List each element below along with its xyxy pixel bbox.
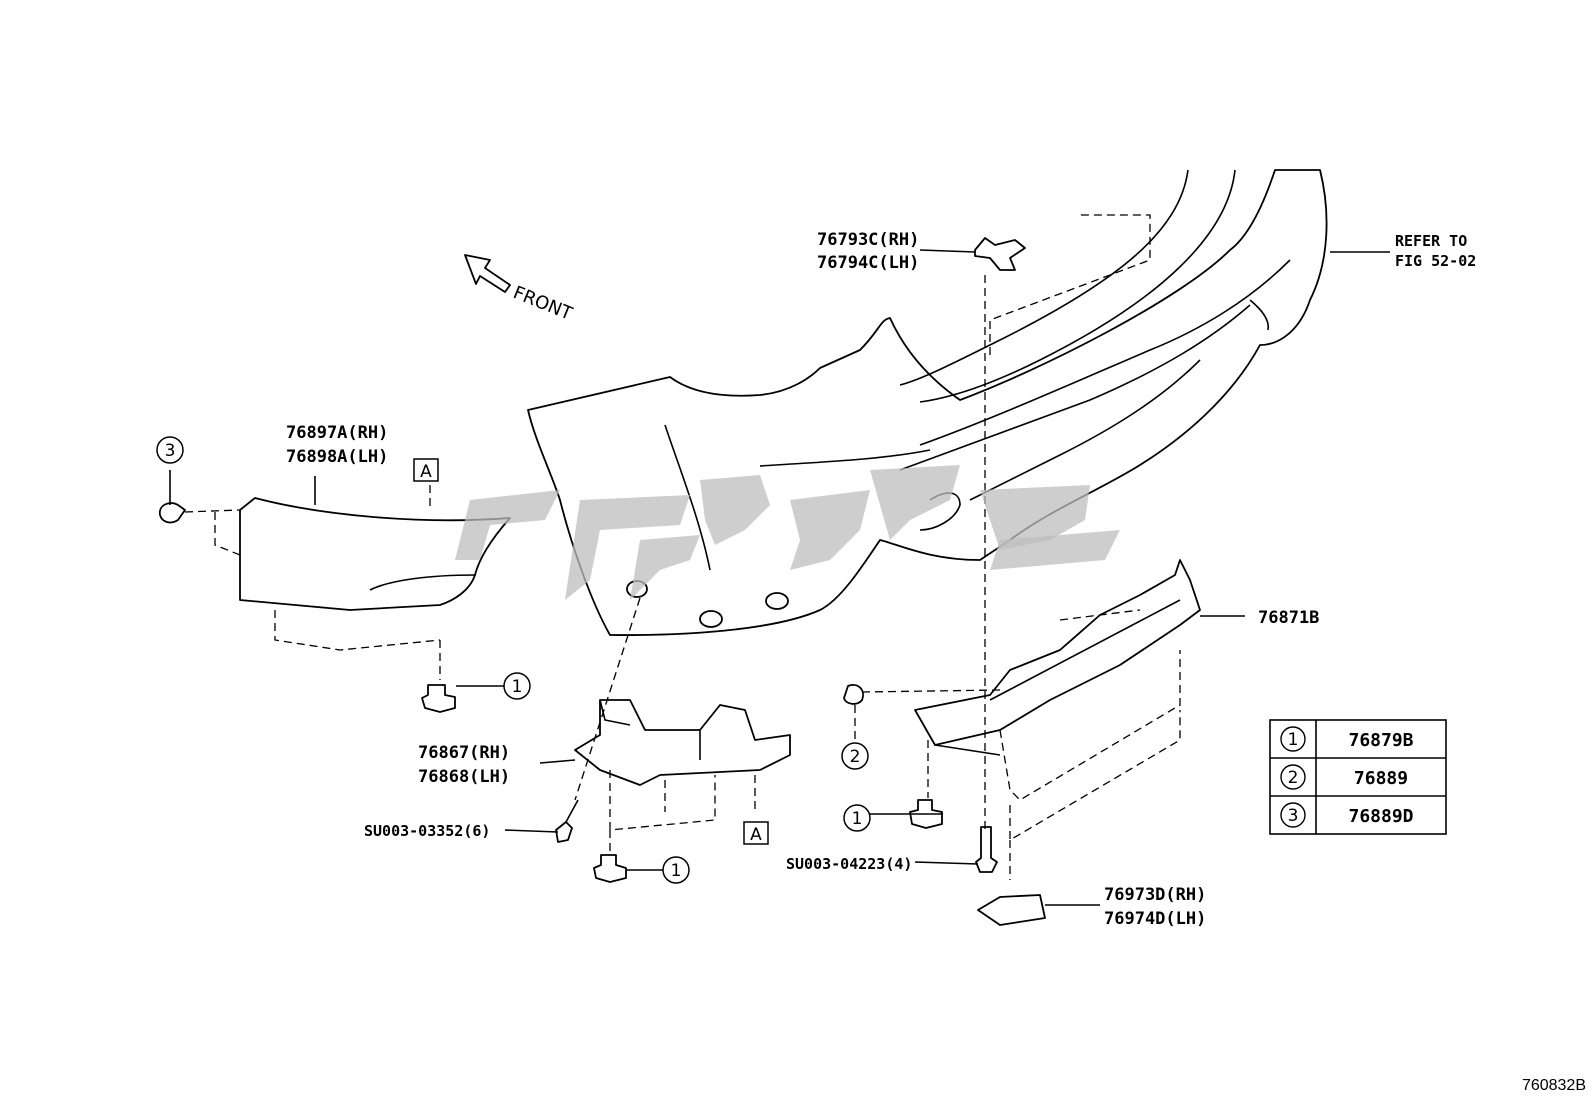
screw-right xyxy=(975,826,998,873)
label-76867: 76867(RH) xyxy=(418,743,510,763)
label-76898a: 76898A(LH) xyxy=(286,447,388,467)
upper-bracket xyxy=(919,237,1026,271)
splash-shield xyxy=(977,894,1100,926)
svg-text:2: 2 xyxy=(850,747,861,767)
front-arrow-icon xyxy=(464,254,511,293)
callout-3: 3 xyxy=(156,436,184,464)
callout-1-right: 1 xyxy=(843,804,871,832)
label-su003-04223: SU003-04223(4) xyxy=(786,855,912,873)
callout-2: 2 xyxy=(841,742,869,770)
svg-text:1: 1 xyxy=(1288,730,1299,750)
svg-text:1: 1 xyxy=(852,809,863,829)
front-label: FRONT xyxy=(510,282,576,325)
callout-1-left: 1 xyxy=(503,672,531,700)
watermark-logo xyxy=(455,465,1120,600)
assembly-lines xyxy=(184,214,1181,880)
label-su003-03352: SU003-03352(6) xyxy=(364,822,490,840)
label-76871b: 76871B xyxy=(1258,608,1319,628)
clip-2-fastener xyxy=(843,684,864,705)
svg-text:1: 1 xyxy=(512,677,523,697)
diagram-id: 760832B xyxy=(1522,1077,1586,1094)
spoiler-rail xyxy=(914,559,1201,756)
side-extension xyxy=(239,476,511,611)
label-76868: 76868(LH) xyxy=(418,767,510,787)
svg-text:A: A xyxy=(420,462,432,482)
ref-box-a-upper: A xyxy=(413,458,439,482)
label-76974d: 76974D(LH) xyxy=(1104,909,1206,929)
clip-1-fastener-center xyxy=(593,854,627,883)
svg-text:76889D: 76889D xyxy=(1348,806,1413,827)
svg-text:76879B: 76879B xyxy=(1348,730,1413,751)
legend-row-1: 1 76879B xyxy=(1280,726,1414,752)
center-retainer xyxy=(574,699,791,786)
screw-left xyxy=(555,799,579,843)
svg-text:76889: 76889 xyxy=(1354,768,1408,789)
callout-1-center: 1 xyxy=(662,856,690,884)
svg-text:1: 1 xyxy=(671,861,682,881)
label-76973d: 76973D(RH) xyxy=(1104,885,1206,905)
svg-text:3: 3 xyxy=(165,441,176,461)
label-76897a: 76897A(RH) xyxy=(286,423,388,443)
legend-row-3: 3 76889D xyxy=(1280,802,1414,828)
refer-to-line-1: REFER TO xyxy=(1395,232,1467,250)
svg-text:3: 3 xyxy=(1288,806,1299,826)
ref-box-a-lower: A xyxy=(743,821,769,845)
svg-text:A: A xyxy=(750,825,762,845)
legend-row-2: 2 76889 xyxy=(1280,764,1408,790)
svg-text:2: 2 xyxy=(1288,768,1299,788)
clip-1-fastener-left xyxy=(421,684,456,713)
label-76793c: 76793C(RH) xyxy=(817,230,919,250)
legend-table: 1 76879B 2 76889 3 76889D xyxy=(1269,719,1447,835)
label-76794c: 76794C(LH) xyxy=(817,253,919,273)
refer-to-line-2: FIG 52-02 xyxy=(1395,252,1476,270)
clip-3-fastener xyxy=(158,502,186,524)
